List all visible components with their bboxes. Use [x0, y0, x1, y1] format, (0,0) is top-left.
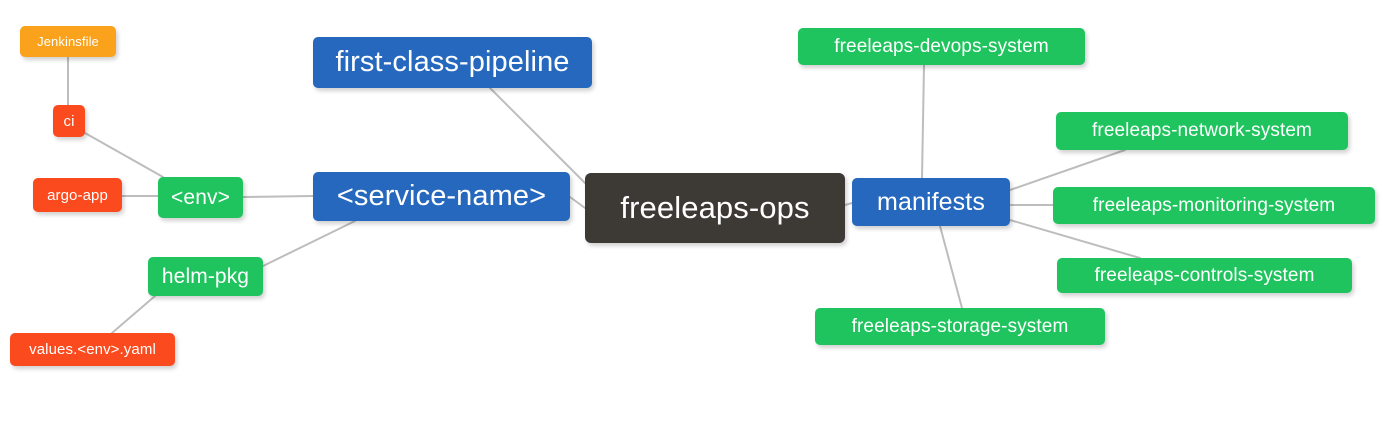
node-freeleaps-devops-system[interactable]: freeleaps-devops-system: [798, 28, 1085, 65]
node-helm-pkg[interactable]: helm-pkg: [148, 257, 263, 296]
node-values-env-yaml[interactable]: values.<env>.yaml: [10, 333, 175, 366]
node-first-class-pipeline[interactable]: first-class-pipeline: [313, 37, 592, 88]
node-env[interactable]: <env>: [158, 177, 243, 218]
edge-manifests-to-freeleaps-network-system: [1009, 149, 1126, 191]
edge-freeleaps-ops-to-service-name: [569, 196, 586, 209]
edge-manifests-to-freeleaps-controls-system: [1009, 219, 1141, 259]
edge-env-to-ci: [84, 132, 164, 178]
node-manifests[interactable]: manifests: [852, 178, 1010, 226]
edge-manifests-to-freeleaps-devops-system: [921, 64, 925, 179]
node-service-name[interactable]: <service-name>: [313, 172, 570, 221]
node-freeleaps-monitoring-system[interactable]: freeleaps-monitoring-system: [1053, 187, 1375, 224]
edge-freeleaps-ops-to-manifests: [844, 202, 853, 206]
edge-manifests-to-freeleaps-storage-system: [939, 225, 963, 309]
node-argo-app[interactable]: argo-app: [33, 178, 122, 212]
node-freeleaps-ops[interactable]: freeleaps-ops: [585, 173, 845, 243]
edge-service-name-to-helm-pkg: [262, 220, 356, 267]
node-ci[interactable]: ci: [53, 105, 85, 137]
edge-helm-pkg-to-values-env-yaml: [111, 295, 156, 334]
edge-service-name-to-env: [242, 195, 314, 198]
node-freeleaps-controls-system[interactable]: freeleaps-controls-system: [1057, 258, 1352, 293]
node-freeleaps-network-system[interactable]: freeleaps-network-system: [1056, 112, 1348, 150]
node-jenkinsfile[interactable]: Jenkinsfile: [20, 26, 116, 57]
node-freeleaps-storage-system[interactable]: freeleaps-storage-system: [815, 308, 1105, 345]
